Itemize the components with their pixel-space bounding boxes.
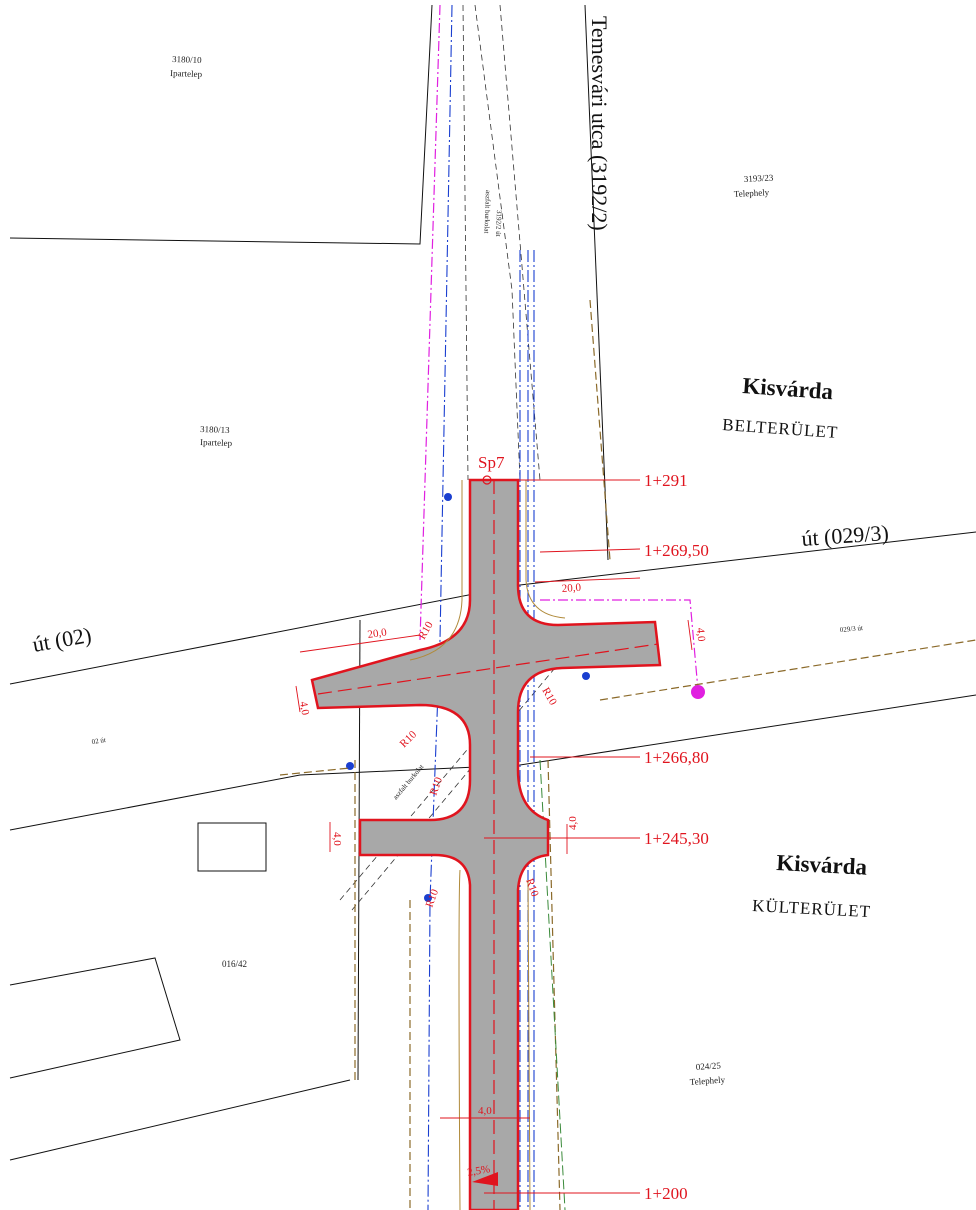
dim-slope: 2,5% [466,1163,491,1179]
magenta-utility-line [419,4,699,691]
parcel-016-42-number: 016/42 [222,959,247,969]
chainage-1-291: 1+291 [644,471,688,490]
side-road-left-name: út (02) [31,622,94,657]
curb-lines [409,480,566,1210]
parcel-3193-23-use: Telephely [734,187,770,199]
lower-town-name: Kisvárda [776,850,868,880]
blue-utility-lines [427,4,535,1210]
parcel-024-25-use: Telephely [689,1075,725,1087]
blue-valves [346,493,590,902]
dimension-lines [295,577,693,1119]
dim-radius-a: R10 [416,619,436,641]
lower-area-name: KÜLTERÜLET [752,896,872,921]
asphalt-label-lower: aszfalt burkolat [391,763,425,801]
dim-road-width: 4,0 [478,1105,492,1117]
dim-width-right: 20,0 [561,582,582,595]
dim-spur-right: 4,0 [694,627,707,642]
chainage-1-200: 1+200 [644,1184,688,1203]
dim-spur-left: 4,0 [297,700,311,716]
road-edge-lines [339,4,571,911]
parcel-3180-10-number: 3180/10 [172,54,202,65]
intersection-asphalt [310,478,662,1210]
dim-lower-right: 4,0 [567,816,579,830]
chainage-1-269-50: 1+269,50 [644,541,709,560]
upper-town-name: Kisvárda [742,373,835,404]
dim-radius-b: R10 [539,686,559,708]
road-02-label: 02 út [91,736,106,746]
dim-radius-d: R10 [428,775,446,797]
main-street-name: Temesvári utca (3192/2) [587,16,612,231]
parcel-3180-10-use: Ipartelep [170,68,203,79]
dim-radius-f: R10 [523,877,541,899]
dim-radius-c: R10 [398,728,420,750]
magenta-marker [691,685,705,699]
chainage-1-266-80: 1+266,80 [644,748,709,767]
parcel-3180-13-use: Ipartelep [200,437,233,448]
chainage-1-245-30: 1+245,30 [644,829,709,848]
dim-lower-left: 4,0 [331,832,343,846]
parcel-3193-23-number: 3193/23 [744,172,774,184]
survey-point-marker [482,475,492,485]
brown-fence-lines [279,299,976,1210]
road-3192-2-label: 3192/2 út [494,210,503,237]
side-road-right-name: út (029/3) [801,520,890,551]
dim-radius-e: R10 [424,887,442,909]
parcel-024-25-number: 024/25 [695,1060,721,1072]
dim-width-left: 20,0 [367,626,388,641]
upper-area-name: BELTERÜLET [722,415,839,442]
road-029-3-label: 029/3 út [839,624,863,634]
survey-point-label: Sp7 [478,453,505,472]
parcel-3180-13-number: 3180/13 [200,424,230,435]
center-lines [317,480,659,1210]
chainage-leaders [484,479,641,1194]
slope-arrow [472,1172,498,1186]
asphalt-label-upper: aszfalt burkolat [482,190,492,234]
